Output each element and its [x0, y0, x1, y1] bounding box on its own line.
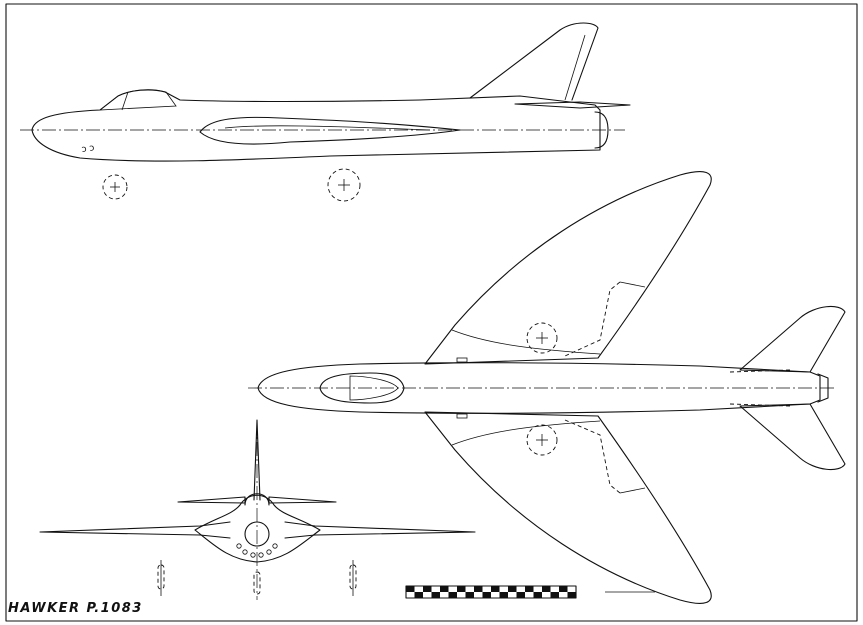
side-fin — [469, 22, 599, 101]
plan-jetpipe — [817, 373, 829, 403]
side-fuselage-outline — [31, 89, 601, 162]
front-view — [39, 419, 476, 600]
plan-upper-wheel — [526, 322, 558, 354]
drawing-title: HAWKER P.1083 — [8, 601, 143, 616]
side-intake-line — [224, 125, 431, 131]
scale-bar — [405, 585, 577, 599]
plan-lower-tailplane — [739, 403, 846, 471]
plan-lower-wheel — [526, 424, 558, 456]
plan-fuselage-outline — [257, 362, 821, 414]
front-wings — [39, 521, 476, 539]
side-jetpipe — [594, 111, 609, 149]
plan-lower-flap — [564, 419, 621, 494]
front-vent-holes — [236, 543, 278, 558]
drawing-border — [5, 3, 858, 622]
front-landing-gear — [157, 560, 357, 596]
plan-lower-wing-inner — [451, 420, 601, 446]
plan-upper-wing-inner — [451, 329, 601, 355]
front-fuselage — [194, 494, 321, 563]
front-intake — [244, 521, 270, 547]
front-canopy — [244, 493, 270, 506]
plan-upper-flap — [564, 281, 621, 357]
plan-view — [248, 171, 846, 604]
side-wing-root — [199, 116, 461, 145]
side-canopy-frame — [121, 91, 129, 111]
front-fin — [253, 419, 261, 501]
plan-canopy — [319, 372, 405, 404]
side-canopy — [98, 89, 177, 111]
side-view: ↄ ↄ — [20, 22, 631, 202]
side-rudder-line — [564, 34, 586, 101]
side-nose-wheel — [102, 174, 128, 200]
side-main-wheel — [327, 168, 361, 202]
plan-upper-tailplane — [739, 305, 846, 373]
front-tailplane — [177, 496, 337, 504]
side-tailplane — [514, 101, 631, 109]
plan-lower-wing — [424, 411, 712, 604]
plan-upper-wing — [424, 171, 712, 365]
svg-text:ↄ ↄ: ↄ ↄ — [81, 143, 95, 155]
